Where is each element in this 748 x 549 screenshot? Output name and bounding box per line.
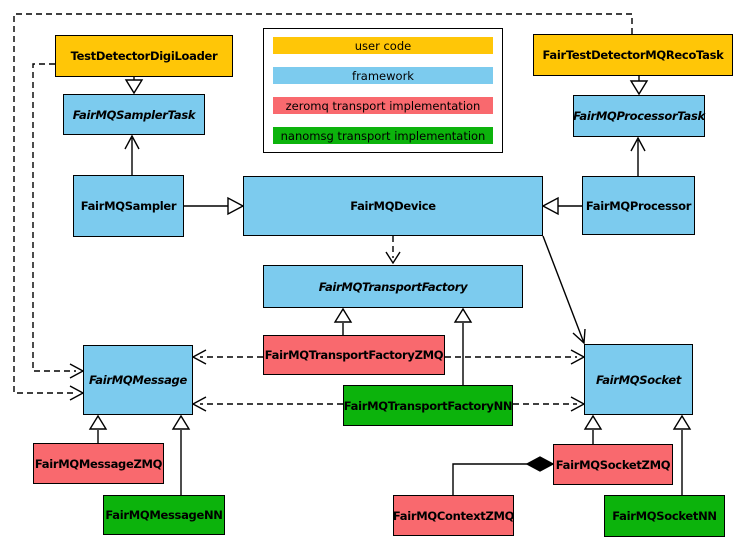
node-fairmq-sampler-task: FairMQSamplerTask: [63, 94, 205, 135]
edge-dep-factoryzmq-message: [191, 349, 263, 365]
class-name: FairMQTransportFactoryNN: [343, 398, 513, 413]
node-fairmq-socket-zmq: FairMQSocketZMQ: [553, 444, 673, 485]
edge-dep-factorynn-socket: [513, 396, 586, 412]
edge-dep-device-factory: [385, 236, 401, 265]
class-name: FairMQMessageZMQ: [34, 456, 163, 471]
node-fairmq-message-nn: FairMQMessageNN: [103, 495, 225, 535]
edge-inherit-digiloader-samplertask: [124, 77, 144, 95]
node-fairmq-socket: FairMQSocket: [584, 344, 693, 415]
edge-inherit-socketnn-socket: [672, 414, 692, 495]
node-fairmq-transport-factory-nn: FairMQTransportFactoryNN: [343, 385, 513, 426]
node-fairmq-processor: FairMQProcessor: [582, 176, 695, 235]
node-fairmq-message-zmq: FairMQMessageZMQ: [33, 443, 164, 484]
edge-inherit-messagezmq-message: [88, 414, 108, 443]
class-name: FairMQContextZMQ: [392, 508, 515, 523]
legend-item-framework: framework: [273, 67, 493, 84]
node-fairmq-sampler: FairMQSampler: [73, 175, 184, 237]
class-name: FairMQSocketNN: [612, 509, 717, 523]
edge-arrow-processor-processortask: [630, 136, 646, 176]
edge-composition-socketzmq-contextzmq: [452, 456, 555, 495]
edge-inherit-recotask-processortask: [629, 76, 649, 96]
edge-inherit-factoryzmq-factory: [333, 307, 353, 335]
edge-inherit-socketzmq-socket: [583, 414, 603, 444]
edge-arrow-sampler-samplertask: [124, 134, 140, 175]
class-name: FairMQMessage: [89, 373, 187, 387]
class-name: FairMQDevice: [350, 199, 436, 213]
legend-label: nanomsg transport implementation: [280, 128, 486, 143]
edge-inherit-processor-device: [541, 196, 582, 216]
legend-label: framework: [352, 68, 414, 83]
legend-item-zeromq: zeromq transport implementation: [273, 97, 493, 114]
legend-label: user code: [354, 38, 412, 53]
node-fairmq-transport-factory: FairMQTransportFactory: [263, 265, 523, 308]
legend: user code framework zeromq transport imp…: [263, 28, 503, 153]
class-name: FairMQProcessorTask: [573, 109, 705, 123]
class-name: FairMQSampler: [80, 199, 177, 213]
node-fairmq-context-zmq: FairMQContextZMQ: [393, 495, 514, 536]
edge-arrow-device-socket: [542, 235, 586, 345]
class-name: FairMQProcessor: [585, 198, 692, 213]
node-test-detector-digi-loader: TestDetectorDigiLoader: [55, 35, 233, 77]
node-fairmq-device: FairMQDevice: [243, 176, 543, 236]
legend-label: zeromq transport implementation: [285, 98, 481, 113]
class-name: FairMQSamplerTask: [72, 107, 196, 122]
class-name: FairMQSocket: [595, 372, 682, 387]
class-name: TestDetectorDigiLoader: [70, 49, 218, 63]
class-name: FairMQMessageNN: [105, 508, 223, 522]
node-fairmq-processor-task: FairMQProcessorTask: [573, 95, 705, 137]
edge-inherit-messagenn-message: [171, 414, 191, 495]
legend-item-nanomsg: nanomsg transport implementation: [273, 127, 493, 144]
edge-inherit-sampler-device: [184, 196, 245, 216]
edge-inherit-factorynn-factory: [453, 307, 473, 385]
node-fairmq-message: FairMQMessage: [83, 345, 193, 415]
node-fairmq-transport-factory-zmq: FairMQTransportFactoryZMQ: [263, 335, 445, 375]
class-name: FairMQTransportFactory: [318, 279, 468, 294]
node-fair-test-detector-mq-reco-task: FairTestDetectorMQRecoTask: [533, 34, 733, 76]
class-name: FairMQTransportFactoryZMQ: [264, 348, 444, 362]
node-fairmq-socket-nn: FairMQSocketNN: [604, 495, 725, 537]
class-name: FairMQSocketZMQ: [555, 457, 671, 472]
class-name: FairTestDetectorMQRecoTask: [542, 48, 724, 62]
edge-dep-factoryzmq-socket: [445, 349, 586, 365]
legend-item-user-code: user code: [273, 37, 493, 54]
edge-dep-factorynn-message: [191, 396, 343, 412]
